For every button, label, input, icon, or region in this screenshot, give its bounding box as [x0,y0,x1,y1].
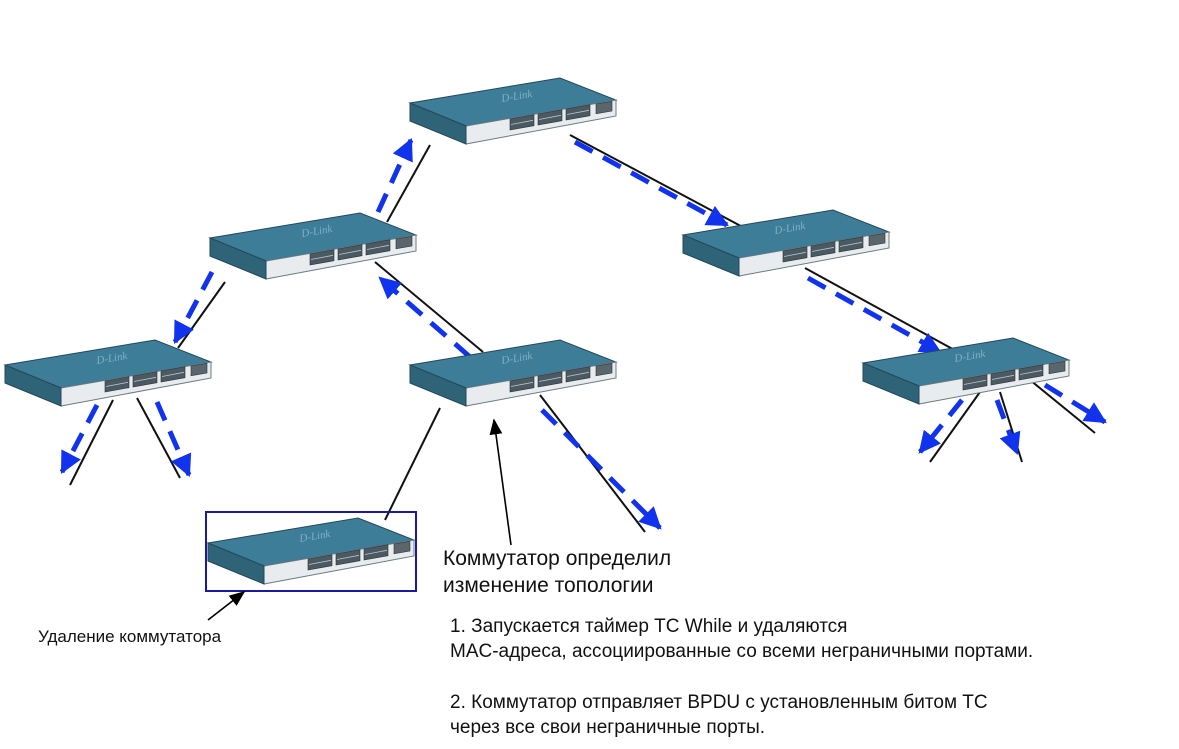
bpdu-arrow-farleft-port1 [59,403,100,474]
brand-logo: D-Link [300,223,335,240]
step-2-line1: 2. Коммутатор отправляет BPDU с установл… [450,692,988,713]
step-2-line2: через все свои неграничные порты. [450,717,766,738]
label-switch-detected-change: Коммутатор определил изменение топологии [443,545,671,599]
bpdu-arrow-farright-port2 [994,399,1021,456]
link-farright-port2 [999,391,1023,463]
bpdu-arrow-farright-port1 [918,398,964,454]
link-farright-port3 [1029,379,1096,434]
link-left-farleft [177,281,226,349]
link-middle-removed [384,407,441,521]
switch-far-right: D-Link [861,337,1071,405]
bpdu-arrow-farright-port3 [1043,382,1107,425]
brand-logo: D-Link [953,348,988,365]
bpdu-arrow-farleft-port2 [154,400,192,478]
label-detected-line1: Коммутатор определил [443,547,672,570]
brand-logo: D-Link [95,350,130,367]
switch-removed: D-Link [206,517,416,585]
switch-left: D-Link [208,212,418,280]
step-1-line2: MAC-адреса, ассоциированные со всеми нег… [450,641,1034,662]
switch-right: D-Link [681,209,891,277]
link-root-left [386,144,431,223]
step-1-text: 1. Запускается таймер TC While и удаляют… [450,614,1033,664]
switch-far-left: D-Link [3,339,213,407]
switch-root: D-Link [408,77,618,145]
pointer-arrow-detected [489,418,512,546]
bpdu-arrow-middle-to-left [378,276,472,359]
brand-logo: D-Link [500,88,535,105]
bpdu-arrows [59,138,1107,530]
step-2-text: 2. Коммутатор отправляет BPDU с установл… [450,690,988,740]
bpdu-arrow-left-to-farleft [172,270,215,344]
link-root-right [569,134,753,233]
switch-middle: D-Link [408,339,618,407]
bpdu-arrow-root-to-right [573,139,729,228]
label-detected-line2: изменение топологии [443,574,654,597]
link-right-farright [804,267,959,353]
step-1-line1: 1. Запускается таймер TC While и удаляют… [450,616,848,637]
links [69,134,1096,533]
bpdu-arrow-right-to-farright [806,275,942,355]
brand-logo: D-Link [773,220,808,237]
brand-logo: D-Link [500,350,535,367]
brand-logo: D-Link [298,528,333,545]
bpdu-arrow-middle-port [540,408,662,530]
removed-switch-highlight [205,511,417,592]
pointer-arrow-removal [207,591,246,621]
bpdu-arrow-to-root [375,138,414,214]
label-switch-removal: Удаление коммутатора [38,627,222,646]
link-left-middle [374,261,484,353]
